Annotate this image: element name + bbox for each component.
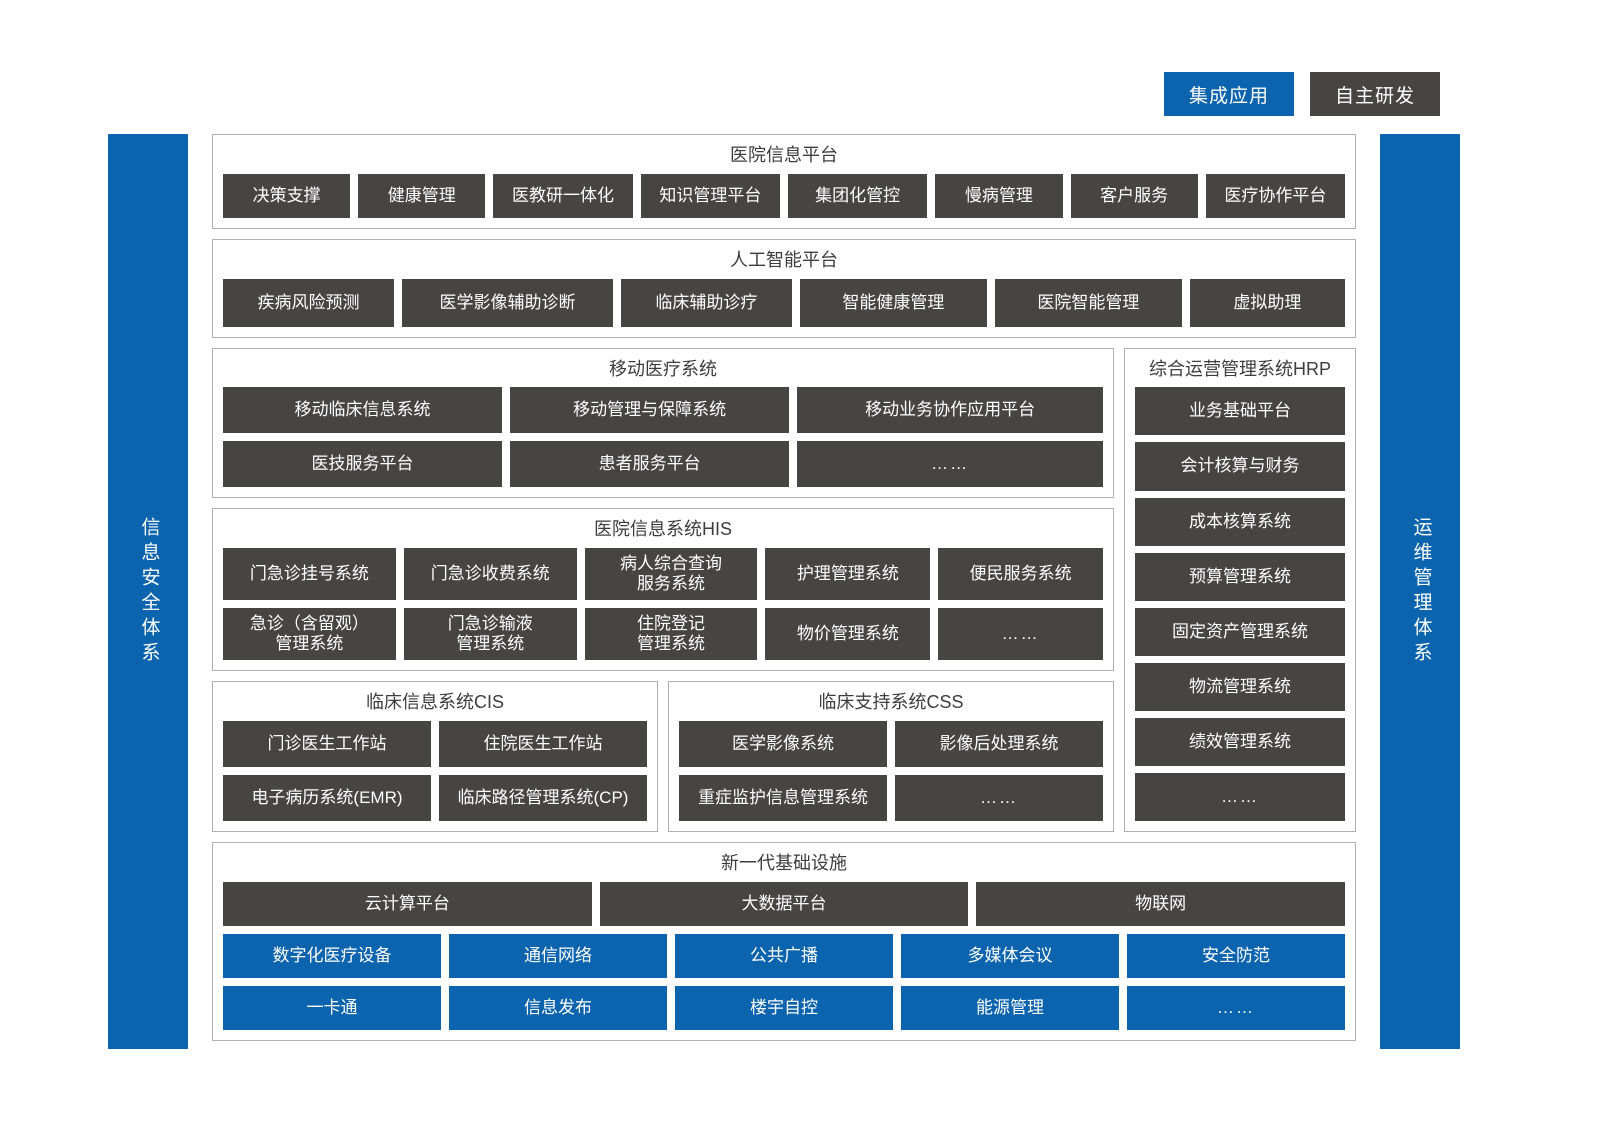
item-mobile-more[interactable]: …… xyxy=(797,441,1103,488)
item-communication-network[interactable]: 通信网络 xyxy=(449,933,667,978)
panel-css: 临床支持系统CSS 医学影像系统 影像后处理系统 重症监护信息管理系统 …… xyxy=(668,681,1114,832)
panel-mobile-medical-system-title: 移动医疗系统 xyxy=(609,358,717,379)
legend: 集成应用 自主研发 xyxy=(1164,72,1440,116)
sidebar-operations-management-label: 运维管理体系 xyxy=(1410,516,1432,667)
item-inpatient-registration-management[interactable]: 住院登记 管理系统 xyxy=(584,608,758,661)
item-building-automation[interactable]: 楼宇自控 xyxy=(675,985,893,1030)
legend-self-developed[interactable]: 自主研发 xyxy=(1310,72,1440,116)
item-big-data-platform[interactable]: 大数据平台 xyxy=(599,881,969,926)
item-his-more[interactable]: …… xyxy=(938,608,1103,661)
panel-infrastructure: 新一代基础设施 云计算平台 大数据平台 物联网 数字化医疗设备 通信网络 公共广… xyxy=(212,841,1356,1041)
item-security-protection[interactable]: 安全防范 xyxy=(1127,933,1345,978)
panel-hospital-information-platform-title: 医院信息平台 xyxy=(730,145,838,165)
item-decision-support[interactable]: 决策支撑 xyxy=(223,173,351,218)
panel-ai-platform-title: 人工智能平台 xyxy=(730,249,838,270)
item-nursing-management-system[interactable]: 护理管理系统 xyxy=(765,548,931,601)
legend-integrated-app[interactable]: 集成应用 xyxy=(1164,72,1294,116)
mid-band-left: 移动医疗系统 移动临床信息系统 移动管理与保障系统 移动业务协作应用平台 医技服… xyxy=(212,347,1114,832)
item-all-in-one-card[interactable]: 一卡通 xyxy=(223,985,441,1030)
hrp-item-list: 业务基础平台 会计核算与财务 成本核算系统 预算管理系统 固定资产管理系统 物流… xyxy=(1135,387,1345,822)
item-icu-information-management-system[interactable]: 重症监护信息管理系统 xyxy=(679,774,887,821)
item-inpatient-doctor-workstation[interactable]: 住院医生工作站 xyxy=(439,720,647,767)
panel-css-title: 临床支持系统CSS xyxy=(818,692,964,713)
item-electronic-medical-record[interactable]: 电子病历系统(EMR) xyxy=(223,774,431,821)
item-knowledge-management-platform[interactable]: 知识管理平台 xyxy=(640,173,780,218)
item-clinical-pathway-management[interactable]: 临床路径管理系统(CP) xyxy=(439,774,647,821)
panel-hrp-title: 综合运营管理系统HRP xyxy=(1148,358,1331,379)
sidebar-operations-management[interactable]: 运维管理体系 xyxy=(1380,134,1460,1049)
item-medical-imaging-diagnosis[interactable]: 医学影像辅助诊断 xyxy=(402,278,613,327)
item-disease-risk-prediction[interactable]: 疾病风险预测 xyxy=(223,278,395,327)
legend-integrated-app-label: 集成应用 xyxy=(1188,85,1269,107)
item-outpatient-charging-system[interactable]: 门急诊收费系统 xyxy=(403,548,577,601)
item-fixed-asset-management-system[interactable]: 固定资产管理系统 xyxy=(1135,607,1345,656)
item-price-management-system[interactable]: 物价管理系统 xyxy=(765,608,931,661)
item-multimedia-conference[interactable]: 多媒体会议 xyxy=(901,933,1119,978)
item-emergency-observation-management[interactable]: 急诊（含留观） 管理系统 xyxy=(223,608,396,661)
panel-hrp: 综合运营管理系统HRP 业务基础平台 会计核算与财务 成本核算系统 预算管理系统… xyxy=(1124,347,1356,832)
item-smart-health-management[interactable]: 智能健康管理 xyxy=(799,278,987,327)
item-business-base-platform[interactable]: 业务基础平台 xyxy=(1135,387,1345,436)
panel-his-title: 医院信息系统HIS xyxy=(593,519,732,540)
item-convenience-service-system[interactable]: 便民服务系统 xyxy=(938,548,1103,601)
item-performance-management-system[interactable]: 绩效管理系统 xyxy=(1135,717,1345,766)
item-patient-comprehensive-query-service[interactable]: 病人综合查询 服务系统 xyxy=(584,548,758,601)
item-health-management[interactable]: 健康管理 xyxy=(358,173,486,218)
panel-infrastructure-title: 新一代基础设施 xyxy=(721,852,847,873)
item-public-broadcasting[interactable]: 公共广播 xyxy=(675,933,893,978)
mid-band: 移动医疗系统 移动临床信息系统 移动管理与保障系统 移动业务协作应用平台 医技服… xyxy=(212,347,1356,832)
item-budget-management-system[interactable]: 预算管理系统 xyxy=(1135,552,1345,601)
item-customer-service[interactable]: 客户服务 xyxy=(1070,173,1198,218)
item-group-management-control[interactable]: 集团化管控 xyxy=(788,173,928,218)
item-internet-of-things[interactable]: 物联网 xyxy=(976,881,1346,926)
sidebar-information-security-label: 信息安全体系 xyxy=(138,516,160,667)
item-clinical-assisted-diagnosis[interactable]: 临床辅助诊疗 xyxy=(620,278,792,327)
item-medical-imaging-system[interactable]: 医学影像系统 xyxy=(679,720,887,767)
item-mobile-clinical-information-system[interactable]: 移动临床信息系统 xyxy=(223,387,503,434)
item-css-more[interactable]: …… xyxy=(895,774,1103,821)
item-outpatient-infusion-management[interactable]: 门急诊输液 管理系统 xyxy=(403,608,577,661)
architecture-diagram: 信息安全体系 医院信息平台 决策支撑 健康管理 医教研一体化 知识管理平台 集团… xyxy=(108,134,1460,1049)
item-hrp-more[interactable]: …… xyxy=(1135,772,1345,822)
item-information-release[interactable]: 信息发布 xyxy=(449,985,667,1030)
item-medical-technology-service-platform[interactable]: 医技服务平台 xyxy=(223,441,503,488)
center-column: 医院信息平台 决策支撑 健康管理 医教研一体化 知识管理平台 集团化管控 慢病管… xyxy=(212,134,1356,1049)
item-outpatient-doctor-workstation[interactable]: 门诊医生工作站 xyxy=(223,720,431,767)
panel-cis: 临床信息系统CIS 门诊医生工作站 住院医生工作站 电子病历系统(EMR) 临床… xyxy=(212,681,658,832)
item-logistics-management-system[interactable]: 物流管理系统 xyxy=(1135,662,1345,711)
item-infrastructure-more[interactable]: …… xyxy=(1127,985,1345,1030)
panel-cis-title: 临床信息系统CIS xyxy=(365,692,504,713)
item-cloud-computing-platform[interactable]: 云计算平台 xyxy=(223,881,592,926)
panel-hospital-information-platform: 医院信息平台 决策支撑 健康管理 医教研一体化 知识管理平台 集团化管控 慢病管… xyxy=(212,134,1356,229)
item-medical-collaboration-platform[interactable]: 医疗协作平台 xyxy=(1205,173,1345,218)
panel-his: 医院信息系统HIS 门急诊挂号系统 门急诊收费系统 病人综合查询 服务系统 护理… xyxy=(212,508,1114,672)
legend-self-developed-label: 自主研发 xyxy=(1334,85,1415,107)
panel-ai-platform: 人工智能平台 疾病风险预测 医学影像辅助诊断 临床辅助诊疗 智能健康管理 医院智… xyxy=(212,238,1356,338)
item-chronic-disease-management[interactable]: 慢病管理 xyxy=(935,173,1063,218)
clinical-systems-group: 临床信息系统CIS 门诊医生工作站 住院医生工作站 电子病历系统(EMR) 临床… xyxy=(212,681,1114,832)
item-digital-medical-equipment[interactable]: 数字化医疗设备 xyxy=(223,933,441,978)
item-patient-service-platform[interactable]: 患者服务平台 xyxy=(510,441,790,488)
item-accounting-finance[interactable]: 会计核算与财务 xyxy=(1135,442,1345,491)
item-medical-education-research[interactable]: 医教研一体化 xyxy=(493,173,633,218)
item-hospital-smart-management[interactable]: 医院智能管理 xyxy=(994,278,1182,327)
item-mobile-business-collaboration-platform[interactable]: 移动业务协作应用平台 xyxy=(797,387,1103,434)
item-mobile-management-support-system[interactable]: 移动管理与保障系统 xyxy=(510,387,790,434)
panel-mobile-medical-system: 移动医疗系统 移动临床信息系统 移动管理与保障系统 移动业务协作应用平台 医技服… xyxy=(212,347,1114,499)
item-energy-management[interactable]: 能源管理 xyxy=(901,985,1119,1030)
item-outpatient-registration-system[interactable]: 门急诊挂号系统 xyxy=(223,548,396,601)
sidebar-information-security[interactable]: 信息安全体系 xyxy=(108,134,188,1049)
mid-band-right: 综合运营管理系统HRP 业务基础平台 会计核算与财务 成本核算系统 预算管理系统… xyxy=(1124,347,1356,832)
item-image-post-processing-system[interactable]: 影像后处理系统 xyxy=(895,720,1103,767)
item-virtual-assistant[interactable]: 虚拟助理 xyxy=(1189,278,1345,327)
item-cost-accounting-system[interactable]: 成本核算系统 xyxy=(1135,497,1345,546)
